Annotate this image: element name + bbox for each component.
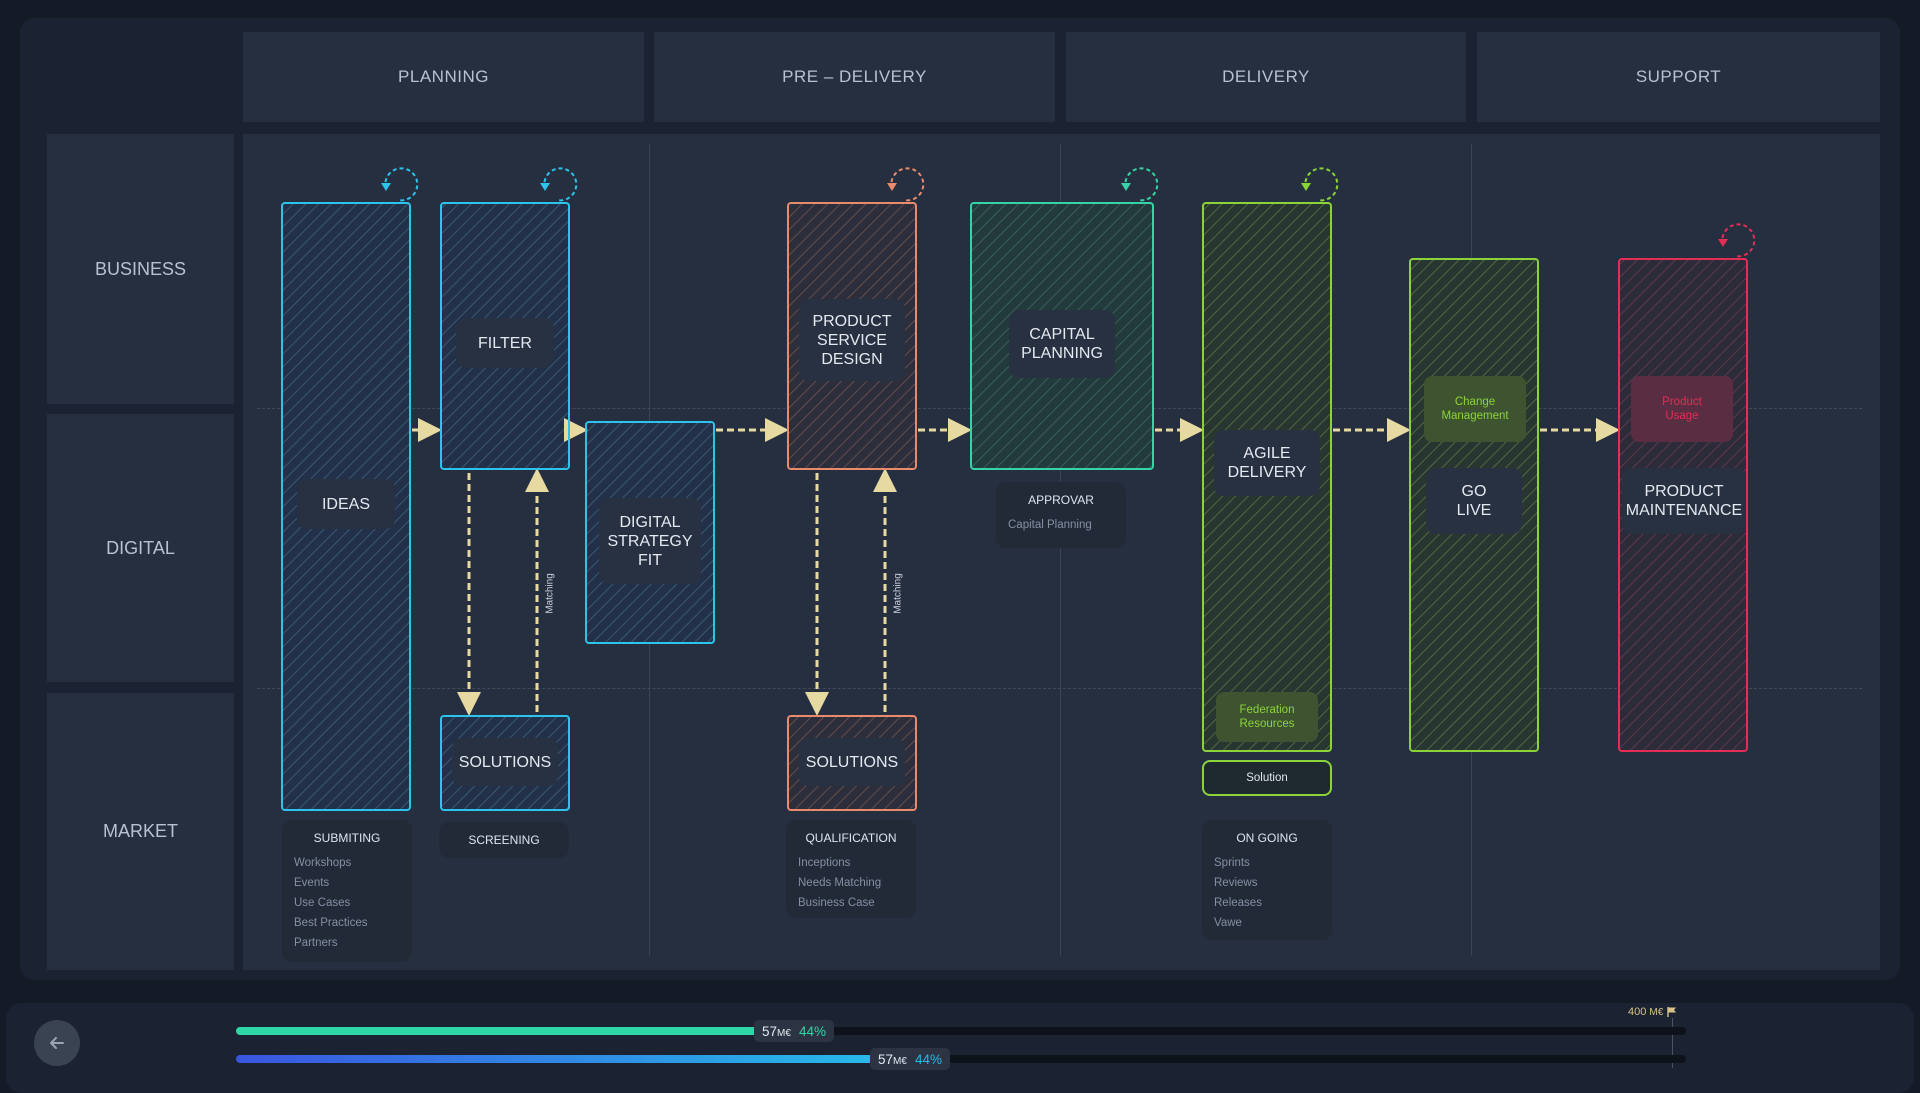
target-value: 400 (1628, 1006, 1647, 1018)
digital-strategy-fit-box[interactable] (585, 421, 715, 644)
column-header-pre-delivery: PRE – DELIVERY (654, 32, 1055, 122)
info-card-item: Best Practices (294, 917, 368, 929)
info-card-submiting: SUBMITING Workshops Events Use Cases Bes… (282, 820, 412, 962)
progress-panel (6, 1003, 1914, 1093)
flag-icon (1667, 1007, 1677, 1017)
info-card-item: Needs Matching (798, 877, 882, 889)
agile-delivery-label: AGILE DELIVERY (1214, 430, 1320, 496)
info-card-item: Partners (294, 937, 338, 949)
progress-fill-1 (236, 1027, 758, 1035)
back-button[interactable] (34, 1020, 80, 1066)
solution-chip[interactable]: Solution (1202, 760, 1332, 796)
progress-fill-2 (236, 1055, 874, 1063)
info-card-title: QUALIFICATION (805, 831, 897, 845)
info-card-item: Use Cases (294, 897, 351, 909)
info-card-title: SCREENING (468, 833, 540, 847)
capital-planning-label: CAPITAL PLANNING (1009, 310, 1115, 378)
product-maintenance-box[interactable] (1618, 258, 1748, 752)
info-card-title: APPROVAR (1028, 493, 1094, 507)
progress-percent-2: 44% (914, 1051, 942, 1067)
solutions-box-1[interactable] (440, 715, 570, 811)
filter-box[interactable] (440, 202, 570, 470)
progress-value-2: 57M€ (878, 1051, 907, 1067)
progress-value-chip-2: 57M€ 44% (870, 1048, 950, 1070)
info-card-on-going: ON GOING Sprints Reviews Releases Vawe (1202, 820, 1332, 940)
info-card-approvar: APPROVAR Capital Planning (996, 482, 1126, 548)
progress-track-2 (236, 1055, 1686, 1063)
product-maintenance-label: PRODUCT MAINTENANCE (1622, 468, 1746, 534)
go-live-box[interactable] (1409, 258, 1539, 752)
column-header-planning: PLANNING (243, 32, 644, 122)
column-divider (1060, 144, 1061, 956)
progress-value-chip-1: 57M€ 44% (754, 1020, 834, 1042)
info-card-item: Releases (1214, 897, 1262, 909)
target-label: 400 M€ (1628, 1006, 1678, 1018)
target-marker (1672, 1018, 1673, 1068)
progress-track-1 (236, 1027, 1686, 1035)
info-card-item: Inceptions (798, 857, 851, 869)
row-header-business: BUSINESS (47, 134, 234, 404)
solutions-label-1: SOLUTIONS (452, 738, 558, 786)
column-header-support: SUPPORT (1477, 32, 1880, 122)
solutions-box-2[interactable] (787, 715, 917, 811)
column-header-delivery: DELIVERY (1066, 32, 1466, 122)
info-card-item: Reviews (1214, 877, 1258, 889)
row-header-market: MARKET (47, 693, 234, 970)
arrow-left-icon (50, 1037, 64, 1049)
product-service-design-box[interactable] (787, 202, 917, 470)
info-card-item: Capital Planning (1008, 519, 1092, 531)
info-card-qualification: QUALIFICATION Inceptions Needs Matching … (786, 820, 916, 918)
info-card-screening: SCREENING (439, 822, 569, 858)
matching-label-1: Matching (544, 573, 556, 614)
info-card-item: Workshops (294, 857, 352, 869)
go-live-label: GO LIVE (1426, 468, 1522, 534)
filter-label: FILTER (456, 318, 554, 368)
row-header-digital: DIGITAL (47, 414, 234, 682)
info-card-item: Events (294, 877, 330, 889)
progress-percent-1: 44% (798, 1023, 826, 1039)
capital-planning-box[interactable] (970, 202, 1154, 470)
info-card-title: SUBMITING (313, 831, 381, 845)
agile-delivery-box[interactable] (1202, 202, 1332, 752)
progress-value-1: 57M€ (762, 1023, 791, 1039)
info-card-title: ON GOING (1236, 831, 1298, 845)
ideas-box[interactable] (281, 202, 411, 811)
info-card-item: Sprints (1214, 857, 1250, 869)
ideas-label: IDEAS (297, 479, 395, 529)
product-usage-chip: Product Usage (1631, 376, 1733, 442)
federation-resources-chip: Federation Resources (1216, 692, 1318, 742)
row-divider (257, 688, 1862, 689)
target-unit: M€ (1649, 1006, 1664, 1018)
info-card-item: Business Case (798, 897, 875, 909)
matching-label-2: Matching (892, 573, 904, 614)
info-card-item: Vawe (1214, 917, 1242, 929)
solutions-label-2: SOLUTIONS (799, 738, 905, 786)
product-service-design-label: PRODUCT SERVICE DESIGN (799, 299, 905, 381)
change-management-chip: Change Management (1424, 376, 1526, 442)
digital-strategy-fit-label: DIGITAL STRATEGY FIT (599, 498, 701, 584)
